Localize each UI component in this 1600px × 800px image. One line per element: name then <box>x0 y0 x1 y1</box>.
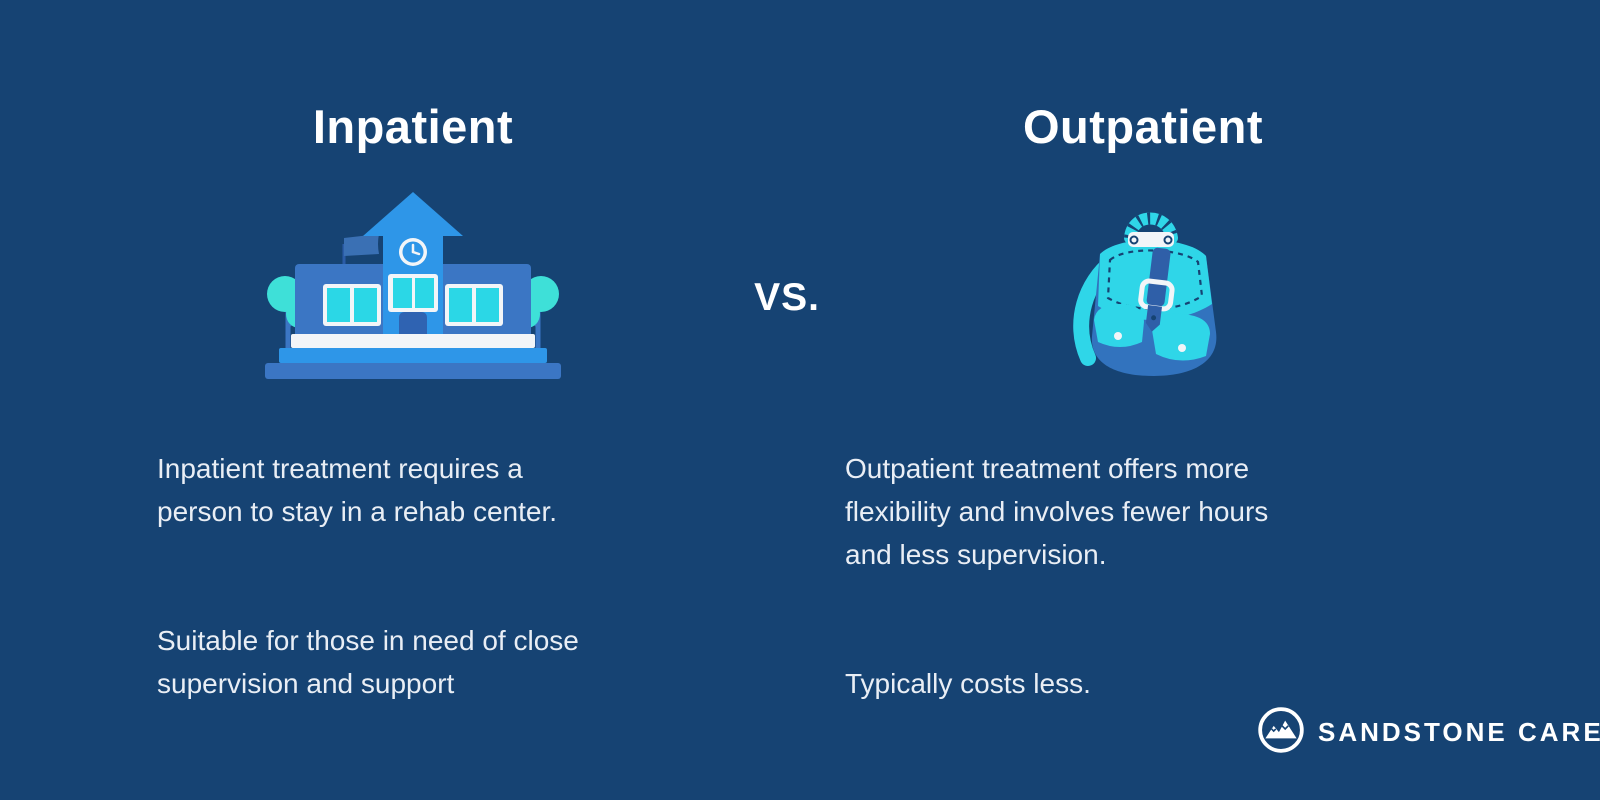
mountain-circle-logo-icon <box>1256 705 1306 760</box>
backpack-illustration <box>1060 190 1240 387</box>
brand-footer: SANDSTONE CARE <box>1256 705 1600 760</box>
inpatient-title: Inpatient <box>312 100 514 153</box>
outpatient-description: Outpatient treatment offers more flexibi… <box>845 404 1485 791</box>
outpatient-paragraph-1: Outpatient treatment offers more flexibi… <box>845 453 1269 570</box>
inpatient-description: Inpatient treatment requires a person to… <box>157 404 797 791</box>
rehab-center-building-illustration <box>257 188 569 385</box>
inpatient-paragraph-2: Suitable for those in need of close supe… <box>157 625 579 699</box>
vs-divider-label: VS. <box>754 276 820 319</box>
outpatient-paragraph-2: Typically costs less. <box>845 668 1091 699</box>
inpatient-paragraph-1: Inpatient treatment requires a person to… <box>157 453 558 527</box>
window-left-wing <box>323 284 381 326</box>
window-right-wing <box>445 284 503 326</box>
outpatient-title: Outpatient <box>1023 100 1263 153</box>
brand-name: SANDSTONE CARE <box>1318 717 1600 747</box>
